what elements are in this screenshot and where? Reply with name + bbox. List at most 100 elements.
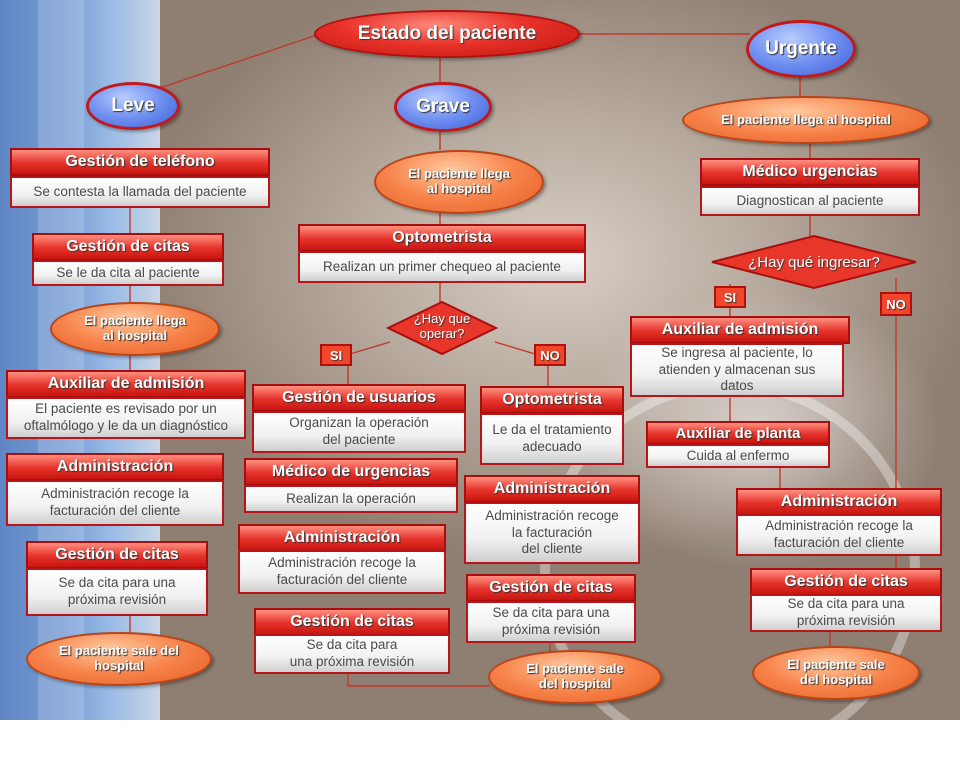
- leve-admin-header: Administración: [6, 453, 224, 481]
- urgente-llega-oval: El paciente llega al hospital: [682, 96, 930, 144]
- leve-citas2-title: Gestión de citas: [55, 546, 179, 563]
- urgente-sale-text: El paciente sale del hospital: [787, 657, 885, 687]
- grave-opt-header: Optometrista: [298, 224, 586, 252]
- leve-citas1-box: Se le da cita al paciente: [32, 260, 224, 286]
- urgente-admision-header: Auxiliar de admisión: [630, 316, 850, 344]
- grave-usuarios-box: Organizan la operación del paciente: [252, 411, 466, 453]
- urgente-decision-label: ¿Hay qué ingresar?: [748, 254, 880, 271]
- leve-admin-title: Administración: [56, 458, 174, 475]
- leve-citas1-text: Se le da cita al paciente: [56, 264, 200, 280]
- leve-telefono-box: Se contesta la llamada del paciente: [10, 176, 270, 208]
- urgente-planta-text: Cuida al enfermo: [686, 447, 790, 463]
- grave-sale-text: El paciente sale del hospital: [526, 661, 624, 691]
- urgente-admision-text: Se ingresa al paciente, lo atienden y al…: [658, 344, 816, 394]
- grave-citas-no-text: Se da cita para una próxima revisión: [492, 605, 610, 637]
- leve-sale-oval: El paciente sale del hospital: [26, 632, 212, 686]
- branch-urgente: Urgente: [746, 20, 856, 78]
- grave-admin-no-text: Administración recoge la facturación del…: [485, 507, 619, 557]
- urgente-admision-box: Se ingresa al paciente, lo atienden y al…: [630, 343, 844, 397]
- urgente-citas-header: Gestión de citas: [750, 568, 942, 596]
- grave-usuarios-header: Gestión de usuarios: [252, 384, 466, 412]
- grave-citas-no-box: Se da cita para una próxima revisión: [466, 601, 636, 643]
- grave-citas-no-title: Gestión de citas: [489, 579, 613, 596]
- grave-opt-no-box: Le da el tratamiento adecuado: [480, 413, 624, 465]
- grave-admin-si-header: Administración: [238, 524, 446, 552]
- branch-leve: Leve: [86, 82, 180, 130]
- leve-citas2-box: Se da cita para una próxima revisión: [26, 568, 208, 616]
- urgente-citas-title: Gestión de citas: [784, 573, 908, 590]
- branch-grave: Grave: [394, 82, 492, 132]
- leve-admin-text: Administración recoge la facturación del…: [41, 486, 189, 518]
- grave-admin-si-text: Administración recoge la facturación del…: [268, 555, 416, 587]
- grave-decision-diamond: [386, 300, 498, 356]
- grave-medico-title: Médico de urgencias: [271, 463, 431, 480]
- urgente-admin-title: Administración: [780, 493, 898, 510]
- grave-citas-si-header: Gestión de citas: [254, 608, 450, 636]
- grave-sale-oval: El paciente sale del hospital: [488, 650, 662, 704]
- urgente-planta-box: Cuida al enfermo: [646, 444, 830, 468]
- urgente-medico-header: Médico urgencias: [700, 158, 920, 186]
- urgente-citas-text: Se da cita para una próxima revisión: [787, 596, 905, 628]
- leve-sale-text: El paciente sale del hospital: [59, 643, 179, 673]
- root-oval: Estado del paciente: [314, 10, 580, 58]
- leve-citas1-title: Gestión de citas: [66, 238, 190, 255]
- urgente-no-tag: NO: [880, 292, 912, 316]
- link-decision-si-g: [349, 341, 391, 355]
- grave-opt-title: Optometrista: [392, 229, 492, 246]
- grave-decision-label: ¿Hay que operar?: [413, 311, 471, 341]
- grave-opt-box: Realizan un primer chequeo al paciente: [298, 251, 586, 283]
- leve-llega-text: El paciente llega al hospital: [84, 313, 186, 343]
- grave-opt-text: Realizan un primer chequeo al paciente: [323, 258, 561, 274]
- grave-medico-text: Realizan la operación: [286, 490, 416, 506]
- urgente-citas-box: Se da cita para una próxima revisión: [750, 594, 942, 632]
- urgente-medico-text: Diagnostican al paciente: [736, 192, 884, 208]
- branch-urgente-label: Urgente: [765, 38, 837, 60]
- grave-citas-si-box: Se da cita para una próxima revisión: [254, 634, 450, 674]
- urgente-medico-title: Médico urgencias: [742, 163, 878, 180]
- urgente-admin-text: Administración recoge la facturación del…: [765, 518, 913, 550]
- grave-no-tag: NO: [534, 344, 566, 366]
- leve-telefono-text: Se contesta la llamada del paciente: [33, 183, 247, 199]
- urgente-planta-header: Auxiliar de planta: [646, 421, 830, 445]
- grave-medico-header: Médico de urgencias: [244, 458, 458, 486]
- urgente-no-text: NO: [886, 296, 906, 312]
- urgente-admin-header: Administración: [736, 488, 942, 516]
- leve-telefono-title: Gestión de teléfono: [65, 153, 215, 170]
- grave-citas-si-text: Se da cita para una próxima revisión: [289, 637, 415, 669]
- leve-citas2-header: Gestión de citas: [26, 541, 208, 569]
- grave-opt-no-text: Le da el tratamiento adecuado: [492, 422, 612, 454]
- urgente-sale-oval: El paciente sale del hospital: [752, 646, 920, 700]
- grave-citas-si-title: Gestión de citas: [290, 613, 414, 630]
- grave-no-text: NO: [540, 347, 560, 363]
- grave-medico-box: Realizan la operación: [244, 485, 458, 513]
- leve-citas1-header: Gestión de citas: [32, 233, 224, 261]
- urgente-medico-box: Diagnostican al paciente: [700, 186, 920, 216]
- branch-grave-label: Grave: [416, 96, 470, 118]
- leve-admision-title: Auxiliar de admisión: [47, 375, 205, 392]
- leve-admin-box: Administración recoge la facturación del…: [6, 480, 224, 526]
- urgente-llega-text: El paciente llega al hospital: [721, 111, 891, 127]
- leve-admision-header: Auxiliar de admisión: [6, 370, 246, 398]
- urgente-decision-diamond: [711, 234, 917, 290]
- urgente-planta-title: Auxiliar de planta: [675, 424, 801, 442]
- grave-si-tag: SI: [320, 344, 352, 366]
- grave-llega-oval: El paciente llega al hospital: [374, 150, 544, 214]
- link-decision-no-g: [494, 341, 536, 355]
- urgente-admision-title: Auxiliar de admisión: [661, 321, 819, 338]
- leve-llega-oval: El paciente llega al hospital: [50, 302, 220, 356]
- urgente-si-text: SI: [723, 289, 737, 305]
- grave-llega-text: El paciente llega al hospital: [408, 166, 510, 196]
- leve-admision-text: El paciente es revisado por un oftalmólo…: [23, 401, 229, 433]
- grave-opt-no-header: Optometrista: [480, 386, 624, 414]
- leve-telefono-header: Gestión de teléfono: [10, 148, 270, 176]
- urgente-admin-box: Administración recoge la facturación del…: [736, 514, 942, 556]
- grave-admin-no-box: Administración recoge la facturación del…: [464, 502, 640, 564]
- urgente-si-tag: SI: [714, 286, 746, 308]
- grave-si-text: SI: [329, 347, 343, 363]
- grave-admin-si-title: Administración: [283, 529, 401, 546]
- grave-admin-si-box: Administración recoge la facturación del…: [238, 550, 446, 594]
- grave-citas-no-header: Gestión de citas: [466, 574, 636, 602]
- branch-leve-label: Leve: [111, 95, 155, 117]
- root-title: Estado del paciente: [357, 23, 537, 45]
- leve-citas2-text: Se da cita para una próxima revisión: [58, 575, 176, 607]
